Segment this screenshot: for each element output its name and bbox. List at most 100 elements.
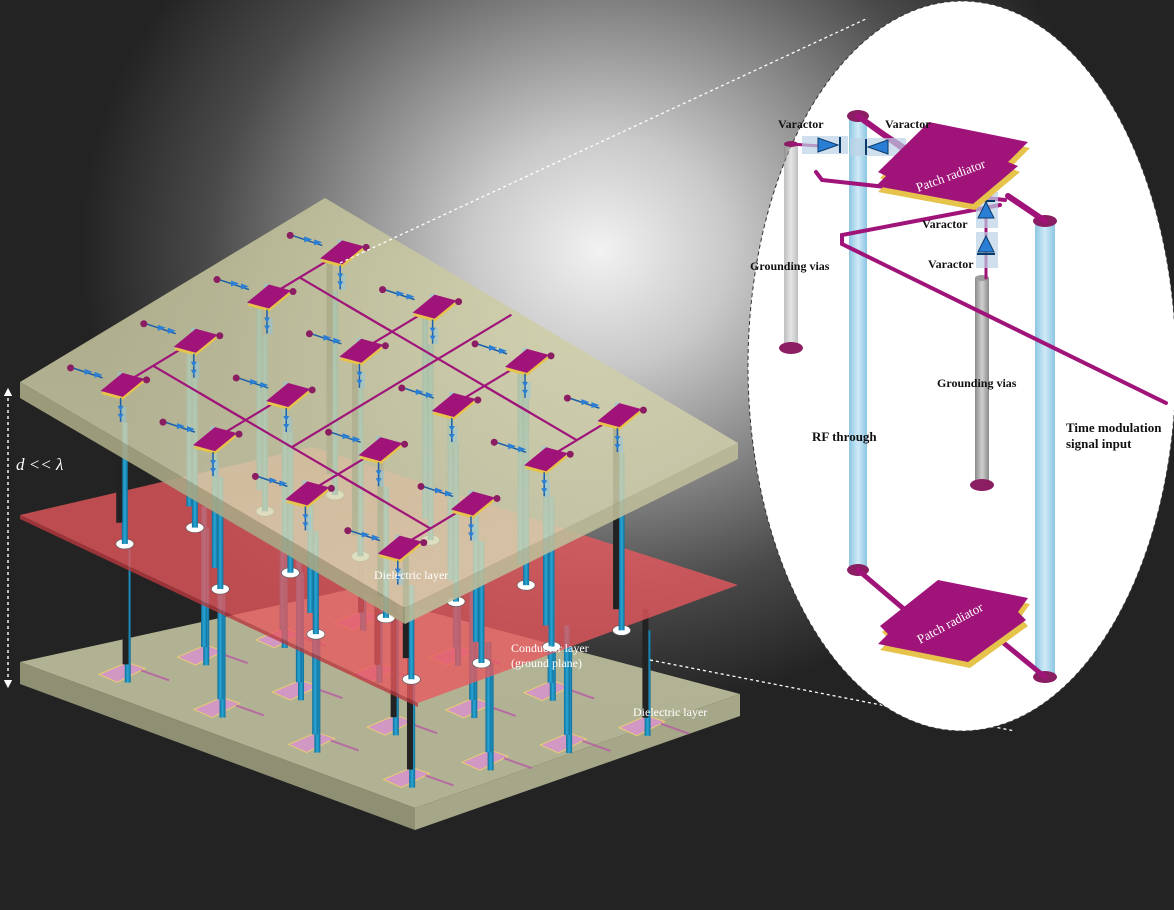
varactor-diode-icon <box>518 446 527 453</box>
unit-cell-via-pad <box>474 396 482 404</box>
varactor-diode-icon <box>250 378 259 385</box>
unit-cell-patch <box>100 372 145 397</box>
bottom-patch-feed <box>425 774 454 787</box>
varactor-diode-icon <box>279 480 288 487</box>
unit-cell-via-pad <box>563 394 571 402</box>
unit-cell-via-pad <box>417 482 425 490</box>
grounding-via-left <box>779 141 803 354</box>
varactor-diode-icon <box>342 433 351 440</box>
via-lower <box>217 567 224 700</box>
feed-line <box>345 303 532 415</box>
unit-cell-via-pad <box>216 332 224 340</box>
varactor-diode-icon <box>468 532 474 538</box>
bottom-patch <box>192 696 242 718</box>
unit-cell-patch <box>377 535 422 560</box>
varactor-diode-icon <box>375 470 382 476</box>
grounding-via-right <box>970 275 994 491</box>
unit-cell-via-pad <box>471 340 479 348</box>
varactor-diode-icon <box>241 283 249 290</box>
varactor-diode-icon <box>190 361 197 367</box>
varactor-label-1: Varactor <box>778 117 824 131</box>
varactor-diode-icon <box>337 281 344 287</box>
unit-cell-via-pad <box>344 527 352 535</box>
varactor-diode-icon <box>541 488 548 494</box>
varactor-diode-icon <box>866 139 889 155</box>
zoom-line-top <box>339 17 869 264</box>
via-ghost <box>305 515 311 532</box>
unit-cell-via-pad <box>398 384 406 392</box>
varactor-diode-icon <box>260 381 269 388</box>
zoom-line-bottom <box>649 659 1016 732</box>
unit-cell-patch <box>285 481 330 506</box>
feed-line <box>437 313 512 360</box>
varactor-label-2: Varactor <box>885 117 931 131</box>
varactor-diode-icon <box>522 381 528 387</box>
unit-cell-patch <box>451 491 495 516</box>
top-dielectric-slab <box>20 198 738 624</box>
unit-cell-patch <box>266 382 311 407</box>
varactor-diode-icon <box>117 413 124 419</box>
unit-cell-via-pad <box>232 374 240 382</box>
unit-cell-via-pad <box>251 472 259 480</box>
unit-cell-via-pad <box>325 428 333 436</box>
grounding-vias-label-2: Grounding vias <box>937 376 1017 390</box>
via-lower <box>485 641 492 753</box>
via-upper <box>312 531 319 635</box>
via-ghost <box>433 328 439 345</box>
bottom-patch-feed <box>503 757 533 770</box>
varactor-diode-icon <box>117 405 124 411</box>
via-ghost <box>379 470 385 487</box>
unit-cell-via-pad <box>455 298 463 306</box>
patch-radiator-bottom: Patch radiator <box>878 580 1030 668</box>
bottom-patch-feed <box>330 739 360 752</box>
varactor-diode-icon <box>499 347 507 354</box>
unit-cell-via-pad <box>235 430 243 438</box>
via-lower <box>122 522 129 665</box>
bottom-patch <box>460 749 510 771</box>
unit-cell-patch <box>247 284 291 309</box>
unit-cell-via-pad <box>547 352 555 360</box>
via-ghost <box>286 416 292 433</box>
varactor-diode-icon <box>283 423 290 429</box>
rf-through-label: RF through <box>812 429 877 444</box>
varactor-diode-icon <box>356 371 363 377</box>
unit-cell-via-pad <box>639 406 647 414</box>
via-upper <box>408 585 415 680</box>
via-ghost <box>359 372 365 389</box>
unit-cell <box>417 482 501 541</box>
varactor-diode-icon <box>356 379 363 385</box>
unit-cell <box>471 340 555 398</box>
varactor-diode-icon <box>435 487 443 494</box>
patch-radiator-top: Patch radiator <box>876 122 1030 210</box>
varactor-diode-icon <box>190 369 197 375</box>
dimension-label: d << λ <box>16 455 63 474</box>
unit-cell-via-pad <box>159 418 167 426</box>
time-modulation-label-1: Time modulation <box>1066 420 1162 435</box>
varactor-diode-icon <box>429 327 436 333</box>
varactor-diode-icon <box>448 434 455 440</box>
rf-through-via <box>847 110 869 576</box>
via-ghost <box>452 426 458 443</box>
varactor-diode-icon <box>415 389 424 396</box>
varactor-diode-icon <box>817 137 840 153</box>
varactor-diode-icon <box>591 402 600 409</box>
unit-cell-via-pad <box>401 440 409 448</box>
unit-cell-via-pad <box>289 288 297 296</box>
varactor-diode-icon <box>429 335 436 341</box>
via-ghost <box>267 318 273 335</box>
unit-cell-via-pad <box>493 494 501 502</box>
varactor-diode-icon <box>614 444 621 450</box>
via-ghost <box>525 382 531 399</box>
via-upper <box>121 422 128 544</box>
varactor-diode-icon <box>361 531 370 538</box>
unit-cell <box>140 320 224 378</box>
varactor-diode-icon <box>269 477 278 484</box>
unit-cell <box>379 286 463 344</box>
bottom-patch-feed <box>235 704 265 717</box>
via-lower <box>563 625 570 735</box>
bottom-patch <box>617 715 667 737</box>
varactor-diode-icon <box>614 436 621 442</box>
bottom-patch <box>539 732 588 754</box>
varactor-diode-icon <box>94 371 103 378</box>
via-lower <box>406 658 413 770</box>
